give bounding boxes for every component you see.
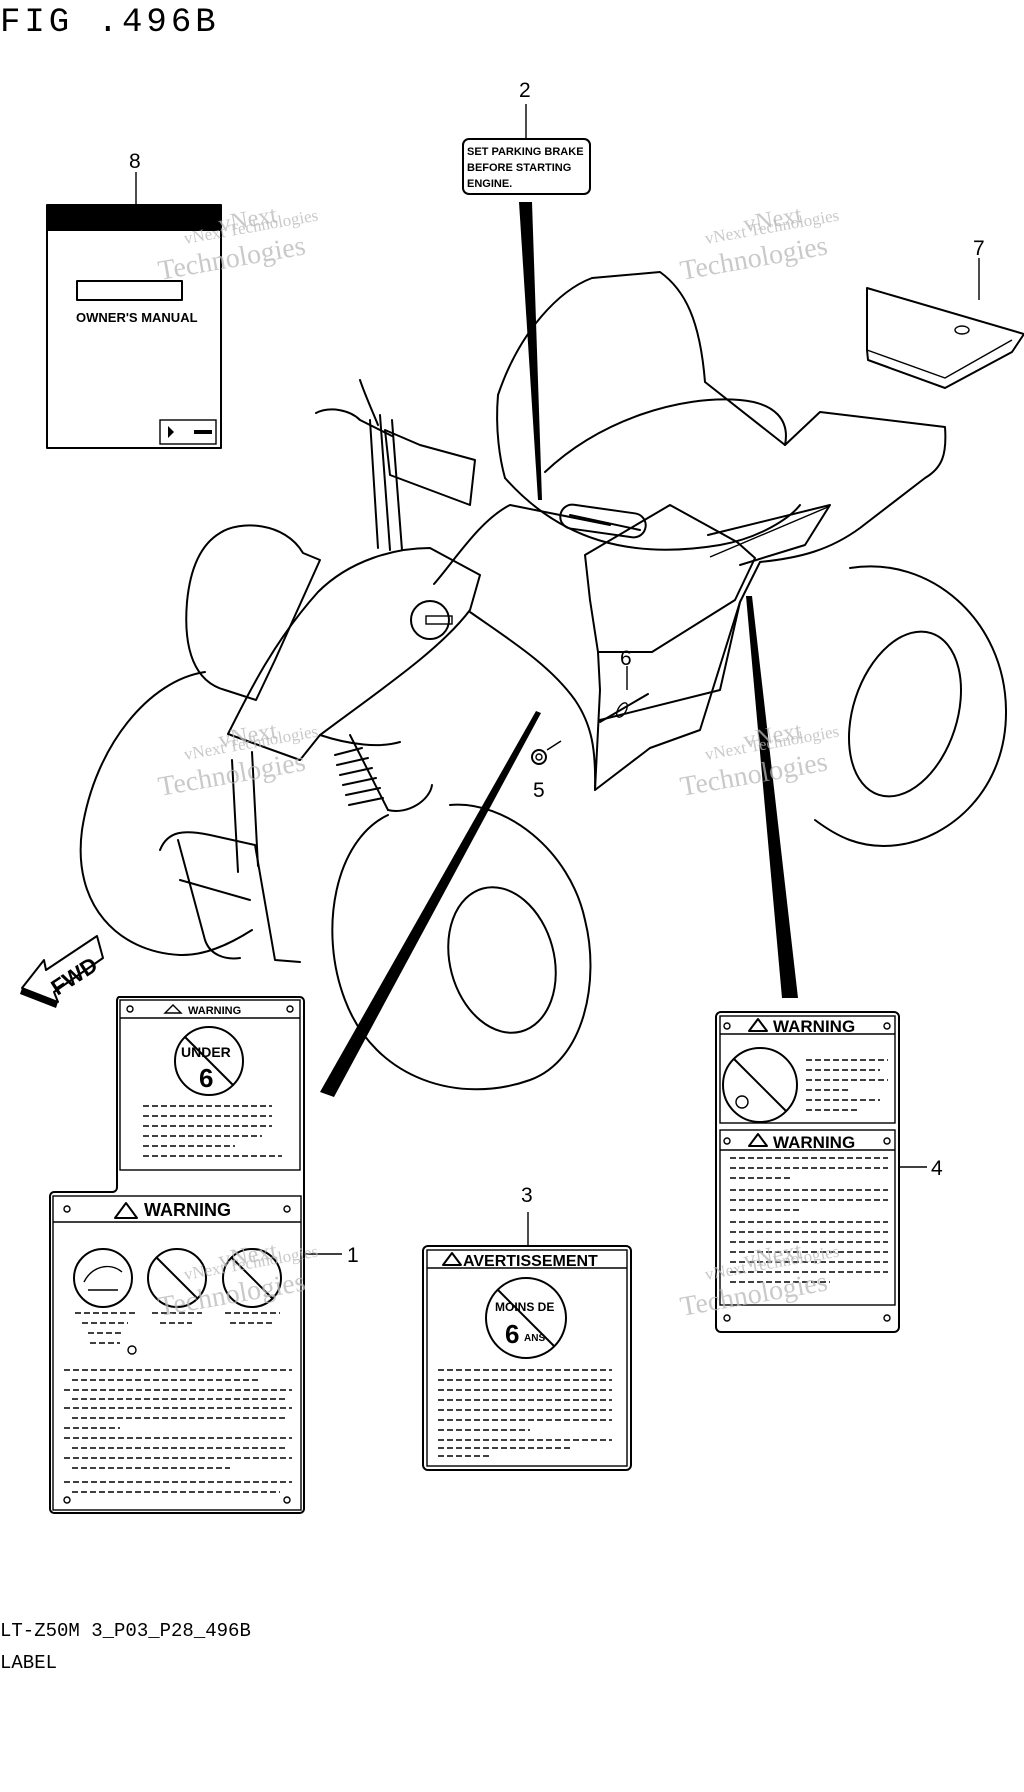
parking-line-1: SET PARKING BRAKE — [467, 146, 584, 158]
fwd-arrow-icon: FWD — [20, 935, 104, 1008]
parking-brake-label[interactable]: SET PARKING BRAKE BEFORE STARTING ENGINE… — [462, 138, 591, 195]
warning-text-lower: WARNING — [144, 1200, 231, 1220]
figure-title: FIG .496B — [0, 4, 220, 42]
leader-4 — [746, 596, 798, 998]
seat-pad-label[interactable] — [866, 287, 1024, 389]
leader-2 — [519, 202, 542, 500]
moins-de-text: MOINS DE — [495, 1300, 554, 1314]
callout-1: 1 — [347, 1244, 359, 1267]
callout-8: 8 — [129, 150, 141, 173]
under-six: 6 — [199, 1063, 213, 1093]
leader-5 — [546, 740, 562, 751]
callout-4: 4 — [931, 1157, 943, 1180]
callout-5: 5 — [533, 779, 545, 802]
warning-label-4[interactable]: WARNING WARNING — [715, 1011, 900, 1333]
callout-3: 3 — [521, 1184, 533, 1207]
warning-text-upper: WARNING — [188, 1005, 241, 1017]
avertissement-text: AVERTISSEMENT — [463, 1253, 598, 1270]
fwd-label: FWD — [46, 952, 102, 1000]
avertissement-label[interactable]: AVERTISSEMENT MOINS DE 6 ANS — [422, 1245, 632, 1471]
under-text: UNDER — [181, 1044, 231, 1060]
svg-text:vNext: vNext — [742, 202, 805, 238]
parking-line-2: BEFORE STARTING — [467, 162, 571, 174]
callout-6: 6 — [620, 647, 632, 670]
leader-1 — [320, 711, 541, 1097]
ans-text: ANS — [524, 1333, 545, 1344]
warning-4a-text: WARNING — [773, 1017, 855, 1036]
warning-4b-text: WARNING — [773, 1133, 855, 1152]
figure-code: LT-Z50M 3_P03_P28_496B — [0, 1620, 251, 1642]
callout-2: 2 — [519, 79, 531, 102]
figure-name: LABEL — [0, 1652, 58, 1674]
watermark: vNext Technologies vNext Technologies vN… — [156, 202, 841, 1323]
parking-line-3: ENGINE. — [467, 178, 512, 190]
manual-title: OWNER'S MANUAL — [76, 310, 198, 325]
moins-six: 6 — [505, 1319, 519, 1349]
svg-text:vNext: vNext — [742, 718, 805, 754]
svg-text:vNext: vNext — [742, 1238, 805, 1274]
warning-label-1[interactable]: WARNING UNDER 6 WARNING — [49, 996, 305, 1514]
callout-7: 7 — [973, 237, 985, 260]
atv-illustration — [79, 271, 1008, 1091]
owners-manual[interactable]: OWNER'S MANUAL — [46, 204, 222, 449]
